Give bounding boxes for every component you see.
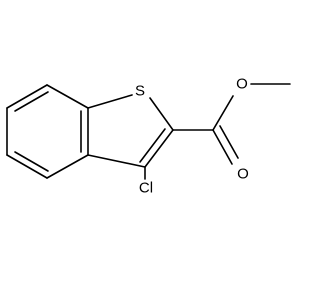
benzene-ring: [6, 84, 89, 179]
bond: [14, 91, 49, 112]
bond: [149, 97, 174, 131]
chlorine-atom-label: Cl: [139, 180, 153, 197]
ester-oxygen-atom-label: O: [236, 76, 248, 93]
bond: [219, 125, 239, 159]
bond: [6, 154, 48, 179]
bond: [144, 129, 174, 168]
bond: [212, 129, 233, 165]
carbonyl-oxygen-atom-label: O: [237, 166, 249, 183]
bond: [6, 84, 48, 109]
bond: [87, 94, 133, 109]
bond: [46, 154, 89, 179]
bond: [14, 151, 49, 172]
chemical-structure-diagram: S O O Cl: [6, 76, 291, 197]
bond: [87, 154, 146, 168]
ester-group: [172, 83, 291, 165]
bond: [212, 95, 234, 131]
bond: [139, 128, 166, 163]
thiophene-ring: [87, 94, 174, 168]
bond: [46, 84, 89, 109]
sulfur-atom-label: S: [135, 83, 145, 100]
